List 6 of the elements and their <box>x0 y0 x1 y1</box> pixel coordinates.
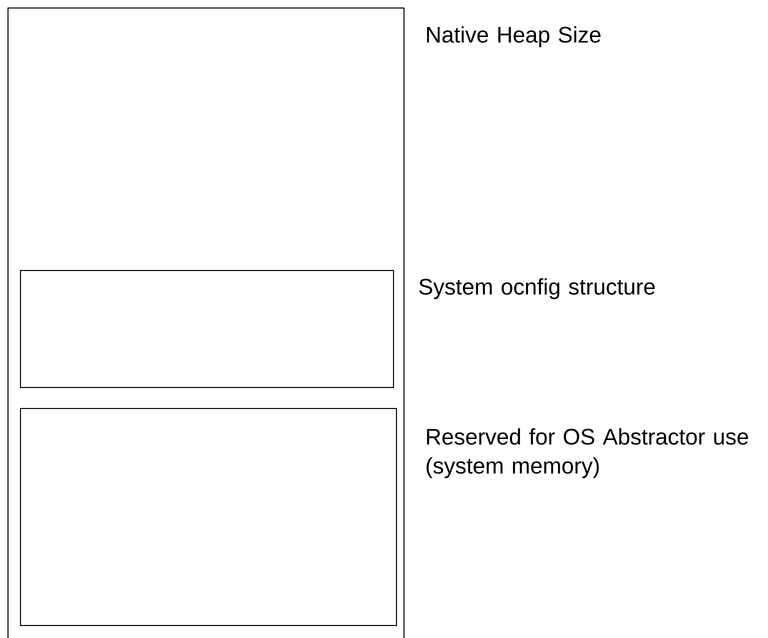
memory-region-box <box>20 270 394 388</box>
memory-block-outline <box>8 8 404 638</box>
memory-region-box <box>20 408 397 626</box>
region-label: Reserved for OS Abstractor use (system memory) <box>426 428 748 478</box>
region-label: System ocnfig structure <box>419 278 655 300</box>
region-label: Native Heap Size <box>427 26 600 48</box>
